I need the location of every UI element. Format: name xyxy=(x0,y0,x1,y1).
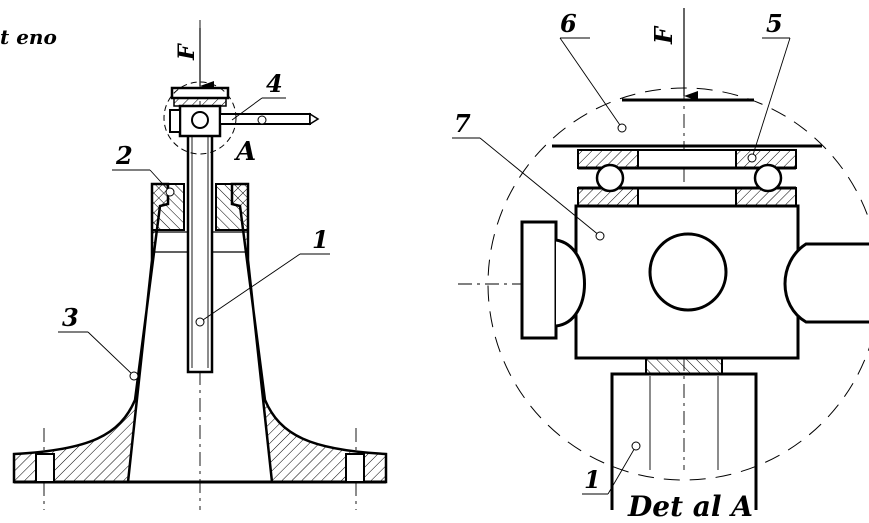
bearing-lower-mid xyxy=(637,187,737,207)
part-label-4: 4 xyxy=(266,69,283,98)
part-label-7: 7 xyxy=(454,109,471,138)
detail-knob-neck xyxy=(555,238,586,328)
right-part-labels: 6 5 7 1 xyxy=(452,9,791,495)
handle-tip xyxy=(309,112,320,126)
detail-a-view: F 6 5 xyxy=(452,8,869,523)
screw-head-hole xyxy=(191,111,209,129)
handle-knob xyxy=(169,109,181,133)
screw-head-top xyxy=(170,86,230,100)
head-cross-hole xyxy=(648,232,728,312)
left-bolt-hole xyxy=(35,453,55,483)
part-label-5: 5 xyxy=(766,9,783,38)
detail-screw-shaft xyxy=(610,372,758,510)
detail-a-circle xyxy=(163,81,237,155)
bearing-ball-right xyxy=(753,163,783,193)
part-label-1: 1 xyxy=(312,225,329,254)
bearing-upper-mid xyxy=(637,149,737,169)
part-label-3: 3 xyxy=(62,303,79,332)
detail-a-marker: A xyxy=(233,137,256,167)
fragment-text: t eno xyxy=(0,25,57,49)
bushing-right xyxy=(215,183,249,231)
force-label-right: F xyxy=(649,25,678,45)
part-label-6: 6 xyxy=(560,9,577,38)
part-label-2: 2 xyxy=(115,141,133,170)
left-part-labels: 4 2 1 3 xyxy=(58,69,330,381)
base-body-section-right xyxy=(230,182,388,484)
detail-knob-outer xyxy=(520,220,558,340)
detail-caption: Det al A xyxy=(627,490,753,523)
part-label-1-detail: 1 xyxy=(584,465,601,494)
detail-screw-neck xyxy=(645,357,723,375)
jack-assembly-view: t eno F A xyxy=(0,20,388,510)
right-bolt-hole xyxy=(345,453,365,483)
bearing-ball-left xyxy=(595,163,625,193)
force-label-left: F xyxy=(174,43,200,61)
detail-handle-rod xyxy=(783,242,869,324)
base-body-section-left xyxy=(12,182,170,484)
